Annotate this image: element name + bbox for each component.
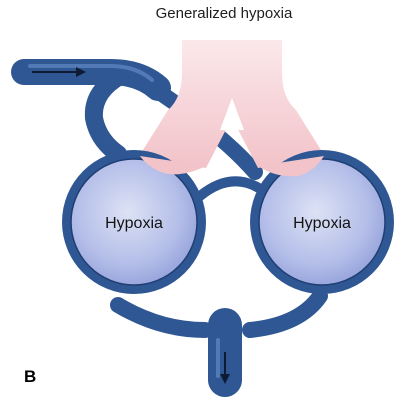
inflow-arrow-icon <box>32 67 86 77</box>
panel-letter: B <box>24 367 36 386</box>
airway-tips <box>140 156 324 177</box>
diagram-title: Generalized hypoxia <box>156 5 293 22</box>
airway-tree <box>138 40 326 168</box>
left-alveolus-label: Hypoxia <box>105 215 163 232</box>
vessel-highlights <box>28 64 220 378</box>
right-alveolus-label: Hypoxia <box>293 215 351 232</box>
left-alveolus: Hypoxia <box>62 150 206 294</box>
outflow-arrow-icon <box>220 352 230 384</box>
right-alveolus: Hypoxia <box>250 150 394 294</box>
flow-arrows <box>32 67 230 384</box>
